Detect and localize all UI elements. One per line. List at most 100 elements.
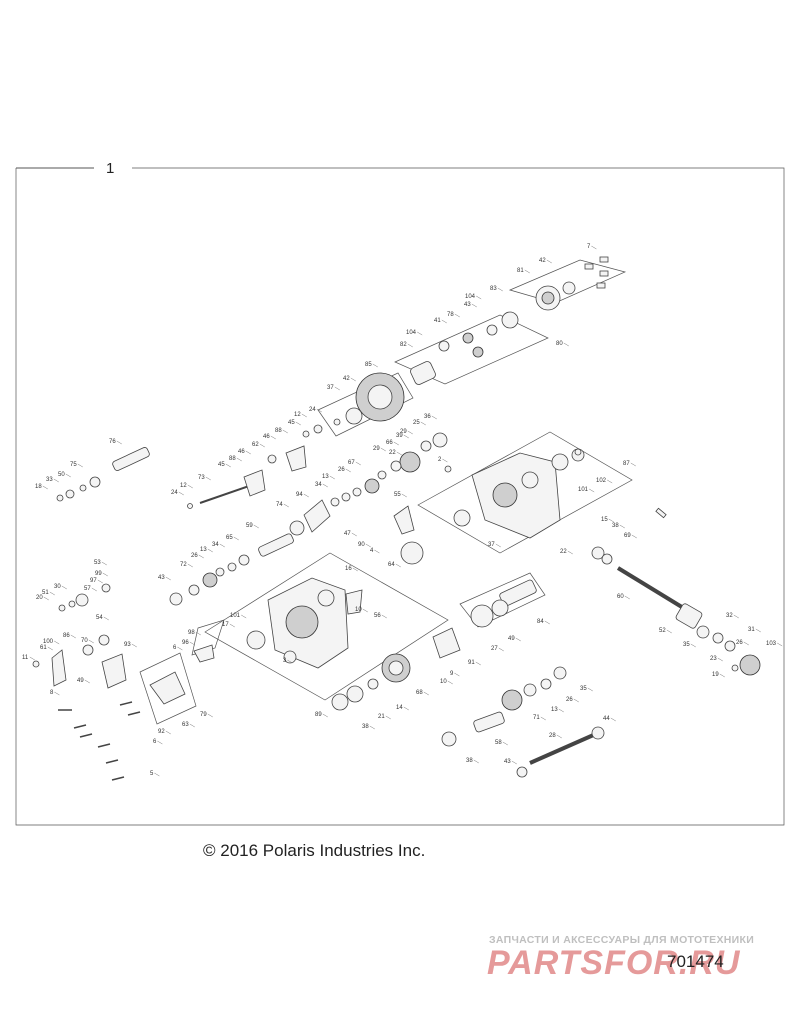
callout-leader <box>187 484 193 489</box>
callout-label: 21 <box>378 714 385 720</box>
callout-label: 23 <box>710 656 717 662</box>
callout-leader <box>544 620 550 625</box>
callout-label: 67 <box>348 460 355 466</box>
callout-leader <box>777 642 783 647</box>
callout-leader <box>65 473 71 478</box>
callout-label: 85 <box>365 362 372 368</box>
callout-leader <box>154 772 160 777</box>
callout-label: 96 <box>182 640 189 646</box>
callout-label: 66 <box>386 440 393 446</box>
callout-label: 43 <box>158 575 165 581</box>
callout-leader <box>322 713 328 718</box>
callout-leader <box>608 518 614 523</box>
callout-label: 55 <box>394 492 401 498</box>
callout-leader <box>690 643 696 648</box>
callout-leader <box>70 634 76 639</box>
callout-leader <box>61 585 67 590</box>
callout-label: 20 <box>36 595 43 601</box>
callout-leader <box>441 319 447 324</box>
callout-label: 2 <box>438 457 442 463</box>
middle-shaft-group <box>169 432 448 606</box>
callout-leader <box>295 421 301 426</box>
callout-label: 24 <box>309 407 316 413</box>
callout-label: 29 <box>373 446 380 452</box>
callout-label: 56 <box>374 613 381 619</box>
callout-label: 73 <box>198 475 205 481</box>
callout-label: 53 <box>94 560 101 566</box>
callout-leader <box>198 554 204 559</box>
callout-leader <box>630 462 636 467</box>
right-case <box>393 448 667 565</box>
callout-leader <box>403 434 409 439</box>
callout-leader <box>241 614 247 619</box>
callout-label: 14 <box>396 705 403 711</box>
callout-label: 68 <box>416 690 423 696</box>
callout-label: 101 <box>578 487 589 493</box>
callout-label: 22 <box>560 549 567 555</box>
left-case <box>246 577 363 669</box>
callout-leader <box>454 313 460 318</box>
callout-leader <box>329 475 335 480</box>
callout-leader <box>717 657 723 662</box>
callout-label: 7 <box>587 244 591 250</box>
callout-label: 16 <box>345 566 352 572</box>
callout-label: 89 <box>315 712 322 718</box>
watermark-logo: PARTSFOR.RU <box>487 944 741 982</box>
callout-leader <box>205 476 211 481</box>
callout-leader <box>301 413 307 418</box>
callout-label: 8 <box>50 690 54 696</box>
callout-label: 9 <box>450 671 454 677</box>
callout-label: 31 <box>748 627 755 633</box>
callout-leader <box>178 491 184 496</box>
callout-leader <box>225 463 231 468</box>
callout-label: 10 <box>355 607 362 613</box>
callout-leader <box>498 647 504 652</box>
callout-label: 103 <box>766 641 777 647</box>
callout-label: 34 <box>315 482 322 488</box>
callout-leader <box>43 596 49 601</box>
upper-gear-group <box>333 256 609 426</box>
callout-leader <box>207 548 213 553</box>
copyright-notice: © 2016 Polaris Industries Inc. <box>203 841 426 860</box>
callout-leader <box>619 524 625 529</box>
callout-leader <box>187 563 193 568</box>
callout-label: 64 <box>388 562 395 568</box>
callout-leader <box>253 524 259 529</box>
callout-leader <box>431 415 437 420</box>
callout-label: 18 <box>35 484 42 490</box>
callout-leader <box>475 661 481 666</box>
callout-label: 100 <box>43 639 54 645</box>
callout-label: 33 <box>46 477 53 483</box>
callout-leader <box>362 608 368 613</box>
callout-label: 58 <box>495 740 502 746</box>
callout-label: 6 <box>153 739 157 745</box>
callout-label: 74 <box>276 502 283 508</box>
callout-leader <box>417 331 423 336</box>
callout-label: 62 <box>252 442 259 448</box>
callout-leader <box>49 591 55 596</box>
callout-leader <box>270 435 276 440</box>
callout-leader <box>393 441 399 446</box>
callout-leader <box>101 561 107 566</box>
bolt-fasteners <box>58 701 141 781</box>
callout-leader <box>401 493 407 498</box>
callout-leader <box>42 485 48 490</box>
callout-label: 88 <box>229 456 236 462</box>
callout-label: 36 <box>424 414 431 420</box>
callout-label: 30 <box>54 584 61 590</box>
callout-leader <box>610 717 616 722</box>
callout-label: 79 <box>200 712 207 718</box>
callout-label: 32 <box>726 613 733 619</box>
callout-label: 41 <box>434 318 441 324</box>
callout-leader <box>351 532 357 537</box>
callout-label: 104 <box>406 330 417 336</box>
callout-label: 60 <box>617 594 624 600</box>
callout-leader <box>733 614 739 619</box>
callout-leader <box>381 614 387 619</box>
callout-leader <box>631 534 637 539</box>
callout-leader <box>219 543 225 548</box>
callout-leader <box>259 443 265 448</box>
callout-leader <box>473 759 479 764</box>
